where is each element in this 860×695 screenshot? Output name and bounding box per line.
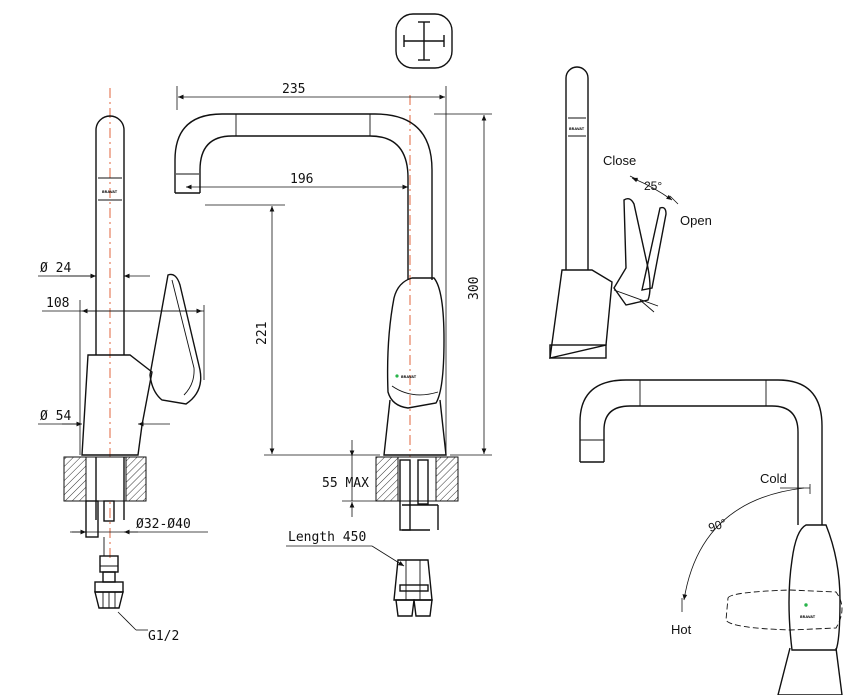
label-close: Close — [603, 153, 636, 168]
dim-196: 196 — [290, 172, 313, 187]
g12-label: G1/2 — [148, 629, 179, 644]
front-view: BRAVAT — [174, 95, 459, 617]
dim-221: 221 — [255, 322, 270, 345]
dim-d24: Ø 24 — [40, 261, 71, 276]
side-view: BRAVAT G1/2 — [63, 88, 202, 644]
front-dimensions: 235 196 221 300 55 MAX Length 450 — [176, 82, 492, 567]
label-open: Open — [680, 213, 712, 228]
angle-spout — [565, 66, 589, 270]
rot-led — [804, 603, 808, 607]
lever-closed — [613, 197, 651, 306]
front-body — [383, 399, 447, 456]
angle-brand-mark: BRAVAT — [569, 127, 585, 131]
rot-spout-inner — [603, 405, 799, 525]
side-spout — [95, 115, 125, 355]
dim-300: 300 — [467, 277, 482, 300]
label-hot: Hot — [671, 622, 692, 637]
rot-spout-outer — [579, 379, 823, 525]
rotation-view: BRAVAT Cold 90° Hot — [579, 379, 843, 695]
dim-235: 235 — [282, 82, 305, 97]
dim-length-450: Length 450 — [288, 530, 366, 545]
rot-handle-hot-position — [725, 589, 843, 631]
dim-108: 108 — [46, 296, 69, 311]
label-90deg: 90° — [707, 516, 729, 535]
lever-angle-view: BRAVAT Close 25° Open — [549, 66, 712, 359]
label-cold: Cold — [760, 471, 787, 486]
front-handle — [386, 277, 445, 409]
mounting-symbol-icon — [395, 13, 453, 69]
front-spout-inner — [199, 135, 409, 280]
dim-d32-d40: Ø32-Ø40 — [136, 517, 191, 532]
front-spout-outer — [174, 113, 433, 280]
g12-nut — [94, 591, 124, 609]
angle-body — [549, 269, 613, 359]
label-25deg: 25° — [644, 179, 662, 193]
rot-brand-mark: BRAVAT — [800, 615, 816, 619]
side-lever — [149, 273, 202, 405]
side-brand-mark: BRAVAT — [102, 190, 118, 194]
side-body — [81, 354, 153, 456]
rot-handle — [788, 524, 841, 651]
front-brand-mark: BRAVAT — [401, 375, 417, 379]
lever-open — [641, 206, 667, 291]
side-dimensions: Ø 24 108 Ø 54 Ø32-Ø40 — [38, 261, 208, 535]
dim-55-max: 55 MAX — [322, 476, 369, 491]
front-led — [395, 374, 399, 378]
dim-d54: Ø 54 — [40, 409, 71, 424]
